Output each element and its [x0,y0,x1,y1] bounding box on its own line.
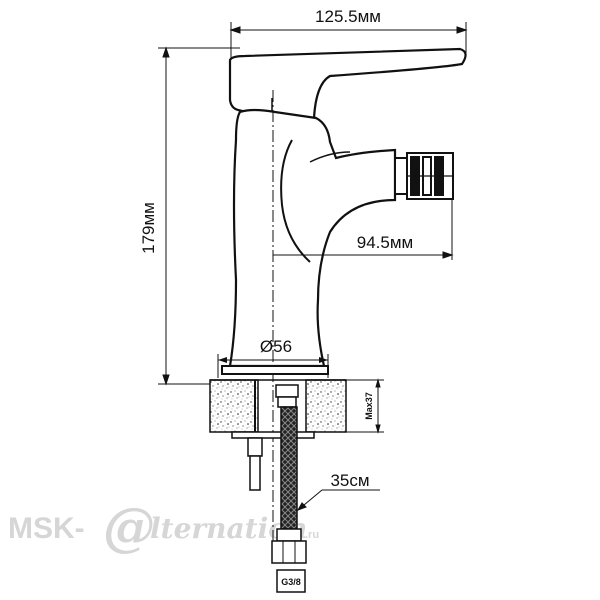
thickness-label: Max37 [364,392,374,420]
base-diameter-label: Ø56 [260,337,292,356]
thread-label: G3/8 [281,577,301,587]
height-dimension [158,46,240,386]
height-label: 179мм [139,202,158,254]
width-dimension [229,22,468,62]
lever-handle [228,47,467,122]
spout-reach-label: 94.5мм [357,233,413,252]
watermark-symbol: @ [103,497,155,558]
watermark-prefix: MSK- [8,512,85,545]
faucet-base [217,354,329,378]
watermark-domain: .ru [305,529,319,541]
flexible-hose [271,406,307,564]
mounting-hardware [231,380,315,491]
thread-label-box: G3/8 [276,569,306,593]
aerator [394,152,454,200]
width-label: 125.5мм [315,7,381,26]
hose-length-leader [296,489,380,511]
thickness-dimension [346,378,384,434]
countertop [209,379,347,433]
hose-length-label: 35см [330,471,369,490]
faucet-body [228,108,397,368]
spout-reach-dimension [273,200,454,260]
